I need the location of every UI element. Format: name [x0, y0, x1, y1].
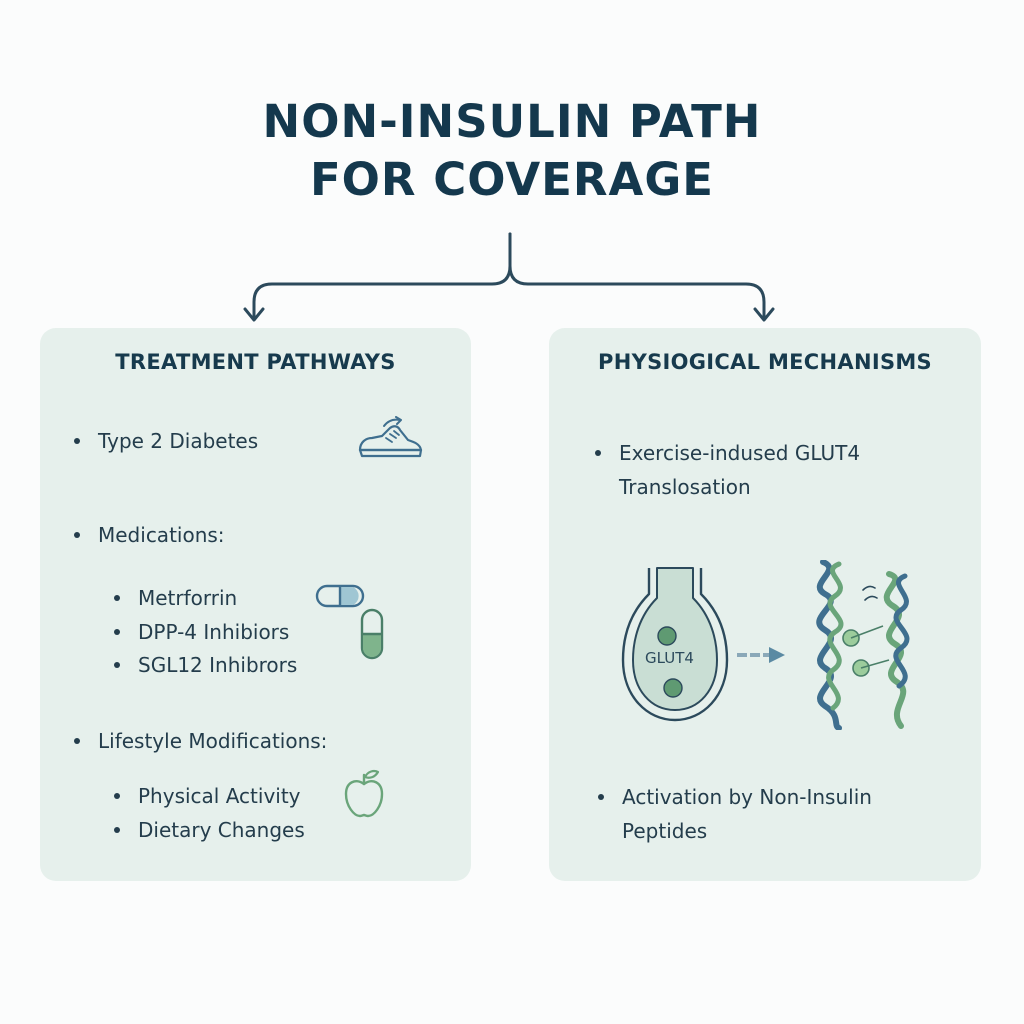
- item-type-2-diabetes: Type 2 Diabetes: [98, 429, 259, 453]
- bullet: [114, 595, 120, 601]
- item-medications: Medications:: [98, 523, 225, 547]
- bullet: [595, 450, 601, 456]
- capsule-icon: [315, 584, 384, 660]
- peptide-helix-icon: [816, 560, 910, 730]
- list-item: Medications:: [74, 518, 225, 552]
- bullet: [114, 827, 120, 833]
- list-item: DPP-4 Inhibiors: [114, 615, 290, 649]
- bullet: [114, 662, 120, 668]
- apple-icon: [344, 769, 384, 818]
- list-item: Type 2 Diabetes: [74, 424, 259, 458]
- item-sglt2: SGL12 Inhibrors: [138, 653, 298, 677]
- title-line-1: NON-INSULIN PATH: [262, 95, 762, 148]
- item-physical-activity: Physical Activity: [138, 784, 301, 808]
- item-non-insulin-peptides: Activation by Non-Insulin Peptides: [622, 785, 872, 843]
- bullet: [74, 438, 80, 444]
- list-item: Metrforrin: [114, 581, 238, 615]
- list-item: Lifestyle Modifications:: [74, 724, 328, 758]
- item-lifestyle: Lifestyle Modifications:: [98, 729, 328, 753]
- sneaker-icon: [358, 416, 423, 458]
- item-metformin: Metrforrin: [138, 586, 238, 610]
- arrow-right-icon: [737, 647, 785, 663]
- vesicle-label: GLUT4: [645, 649, 694, 667]
- list-item: SGL12 Inhibrors: [114, 648, 298, 682]
- bullet: [114, 793, 120, 799]
- list-item: Physical Activity: [114, 779, 301, 813]
- vesicle-icon: [621, 567, 729, 722]
- bullet: [74, 738, 80, 744]
- treatment-pathways-panel: TREATMENT PATHWAYS Type 2 Diabetes Medic…: [40, 328, 471, 881]
- list-item: Exercise-indused GLUT4 Translosation: [595, 436, 939, 504]
- title-line-2: FOR COVERAGE: [309, 153, 715, 206]
- branch-connector: [243, 232, 775, 322]
- treatment-pathways-heading: TREATMENT PATHWAYS: [115, 350, 396, 374]
- bullet: [598, 794, 604, 800]
- item-dietary-changes: Dietary Changes: [138, 818, 305, 842]
- bullet: [74, 532, 80, 538]
- physiological-mechanisms-heading: PHYSIOGICAL MECHANISMS: [598, 350, 932, 374]
- physiological-mechanisms-panel: PHYSIOGICAL MECHANISMS Exercise-indused …: [549, 328, 981, 881]
- page-title: NON-INSULIN PATH FOR COVERAGE: [0, 93, 1024, 209]
- item-glut4-translocation: Exercise-indused GLUT4 Translosation: [619, 441, 861, 499]
- list-item: Dietary Changes: [114, 813, 305, 847]
- list-item: Activation by Non-Insulin Peptides: [598, 780, 942, 848]
- bullet: [114, 629, 120, 635]
- item-dpp4: DPP-4 Inhibiors: [138, 620, 290, 644]
